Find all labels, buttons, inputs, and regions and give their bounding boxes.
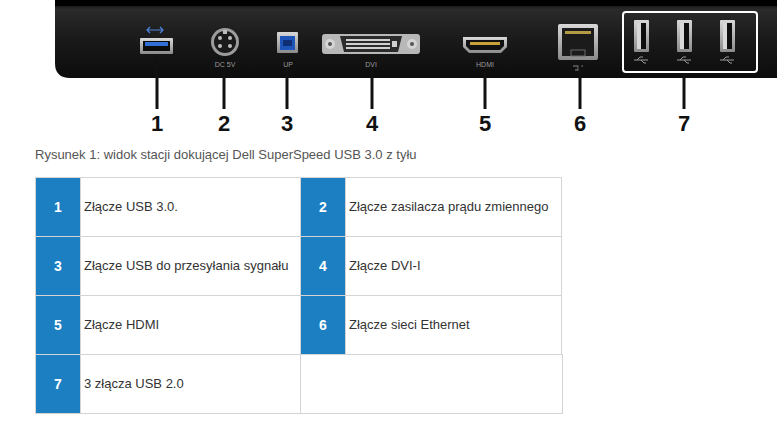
- table-text: 3 złącza USB 2.0: [84, 376, 184, 392]
- port-label: HDMI: [476, 61, 494, 69]
- table-text: Złącze HDMI: [84, 317, 159, 333]
- table-number-cell: 7: [35, 354, 81, 414]
- usb3-port: [140, 27, 173, 54]
- table-text: Złącze USB do przesyłania sygnału: [84, 258, 289, 274]
- table-text-cell: Złącze USB 3.0.: [80, 177, 301, 237]
- table-text-cell: Złącze DVI-I: [345, 236, 562, 296]
- leader-lines: [157, 56, 684, 109]
- ethernet-port: [558, 24, 598, 70]
- callout-number: 4: [366, 112, 378, 136]
- table-number-cell: 5: [35, 295, 81, 355]
- table-number-cell: 6: [300, 295, 346, 355]
- hdmi-port: [463, 37, 507, 53]
- table-number-cell: 2: [300, 177, 346, 237]
- dvi-port: [322, 34, 420, 54]
- dock-body: [55, 0, 777, 78]
- table-number: 6: [319, 317, 327, 333]
- table-number: 7: [54, 376, 62, 392]
- table-text-cell: Złącze USB do przesyłania sygnału: [80, 236, 301, 296]
- table-number: 3: [54, 258, 62, 274]
- table-number: 5: [54, 317, 62, 333]
- callout-number: 7: [678, 112, 690, 136]
- empty-table-cell: [300, 354, 563, 414]
- table-number: 4: [319, 258, 327, 274]
- table-text: Złącze zasilacza prądu zmiennego: [349, 199, 548, 215]
- callout-number: 2: [218, 112, 230, 136]
- table-text-cell: 3 złącza USB 2.0: [80, 354, 301, 414]
- table-number: 1: [54, 199, 62, 215]
- table-text-cell: Złącze sieci Ethernet: [345, 295, 562, 355]
- table-number: 2: [319, 199, 327, 215]
- table-text: Złącze DVI-I: [349, 258, 421, 274]
- usb-upstream-port: [277, 32, 298, 53]
- table-number-cell: 4: [300, 236, 346, 296]
- table-number-cell: 3: [35, 236, 81, 296]
- callout-number: 1: [151, 112, 163, 136]
- callout-number: 5: [479, 112, 491, 136]
- figure-caption: Rysunek 1: widok stacji dokującej Dell S…: [35, 147, 417, 163]
- callout-number: 6: [574, 112, 586, 136]
- port-label: DC 5V: [215, 61, 236, 69]
- table-text: Złącze sieci Ethernet: [349, 317, 470, 333]
- table-text: Złącze USB 3.0.: [84, 199, 178, 215]
- port-label: DVI: [365, 61, 377, 69]
- usb2-ports: [623, 12, 757, 72]
- table-text-cell: Złącze HDMI: [80, 295, 301, 355]
- dc-power-port: [211, 28, 239, 56]
- callout-number: 3: [281, 112, 293, 136]
- table-text-cell: Złącze zasilacza prądu zmiennego: [345, 177, 562, 237]
- port-label: UP: [283, 61, 293, 69]
- table-number-cell: 1: [35, 177, 81, 237]
